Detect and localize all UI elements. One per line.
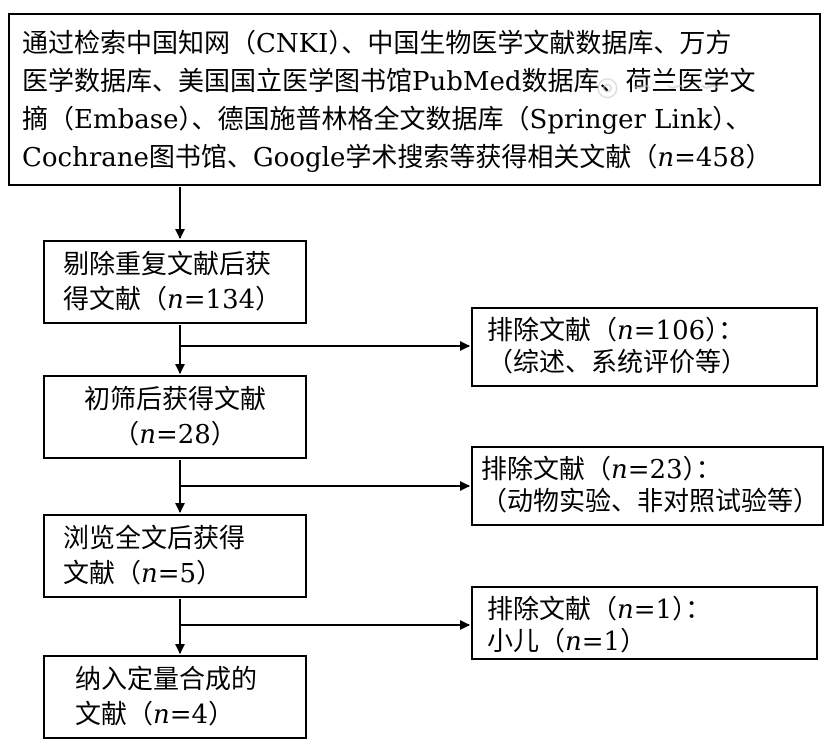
exclude2-reason: （动物实验、非对照试验等） [481, 487, 820, 517]
exclude-box-2: 排除文献（n=23）： （动物实验、非对照试验等） [471, 446, 824, 526]
exclude2-count: =23）： [627, 455, 722, 485]
fulltext-box: 浏览全文后获得 文献（n=5） [43, 514, 307, 598]
dedup-line-1: 剔除重复文献后获 [63, 250, 272, 280]
fulltext-line-2: 文献（n=5） [63, 557, 295, 592]
exclude1-reason: （综述、系统评价等） [487, 348, 748, 378]
exclude3-count: =1）： [633, 595, 712, 625]
include-line-2: 文献（n=4） [75, 698, 295, 733]
exclude2-line-1: 排除文献（n=23）： [481, 454, 812, 486]
screen-line-2-prefix: （ [113, 420, 140, 450]
dedup-n-variable: n [167, 285, 184, 315]
dedup-line-2: 得文献（n=134） [63, 283, 295, 318]
exclude1-count: =106）： [633, 316, 745, 346]
screen-line-1: 初筛后获得文献 [83, 385, 266, 415]
exclude-box-1: 排除文献（n=106）： （综述、系统评价等） [471, 307, 818, 387]
include-line-2-prefix: 文献（ [75, 700, 154, 730]
fulltext-line-1: 浏览全文后获得 [63, 524, 246, 554]
dedup-count: =134） [183, 285, 282, 315]
screen-line-2: （n=28） [55, 418, 295, 453]
exclude-box-3: 排除文献（n=1）： 小儿（n=1） [471, 586, 818, 660]
exclude1-line-1-prefix: 排除文献（ [487, 316, 618, 346]
exclude1-n-variable: n [617, 316, 634, 346]
search-line-2: 医学数据库、美国国立医学图书馆PubMed数据库、荷兰医学文 [22, 67, 756, 97]
fulltext-count: =5） [157, 559, 223, 589]
search-count: =458） [674, 143, 772, 173]
search-line-4-prefix: Cochrane图书馆、Google学术搜索等获得相关文献（ [22, 143, 658, 173]
search-n-variable: n [657, 143, 675, 173]
initial-screen-box: 初筛后获得文献 （n=28） [43, 375, 307, 459]
fulltext-n-variable: n [141, 559, 158, 589]
search-line-4: Cochrane图书馆、Google学术搜索等获得相关文献（n=458） [22, 139, 807, 177]
exclude1-line-1: 排除文献（n=106）： [487, 315, 806, 347]
include-line-1: 纳入定量合成的 [75, 665, 258, 695]
included-box: 纳入定量合成的 文献（n=4） [43, 655, 307, 739]
exclude3-line-1: 排除文献（n=1）： [487, 594, 806, 626]
exclude3-n-variable: n [617, 595, 634, 625]
exclude2-line-1-prefix: 排除文献（ [481, 455, 612, 485]
exclude3-line-2: 小儿（n=1） [487, 626, 806, 658]
exclude2-n-variable: n [611, 455, 628, 485]
search-line-3: 摘（Embase）、德国施普林格全文数据库（Springer Link）、 [22, 105, 752, 135]
search-line-1: 通过检索中国知网（CNKI）、中国生物医学文献数据库、万方 [22, 29, 732, 59]
watermark: ◎ ∽ ∽ ∽ [596, 72, 723, 102]
exclude3-line-2-n-variable: n [565, 627, 582, 657]
dedup-box: 剔除重复文献后获 得文献（n=134） [43, 240, 307, 324]
include-n-variable: n [153, 700, 170, 730]
include-count: =4） [169, 700, 235, 730]
screen-n-variable: n [139, 420, 156, 450]
exclude3-line-2-count: =1） [581, 627, 647, 657]
exclude3-line-1-prefix: 排除文献（ [487, 595, 618, 625]
fulltext-line-2-prefix: 文献（ [63, 559, 142, 589]
search-sources-box: 通过检索中国知网（CNKI）、中国生物医学文献数据库、万方 医学数据库、美国国立… [8, 13, 821, 186]
exclude3-line-2-prefix: 小儿（ [487, 627, 566, 657]
dedup-line-2-prefix: 得文献（ [63, 285, 168, 315]
screen-count: =28） [155, 420, 237, 450]
